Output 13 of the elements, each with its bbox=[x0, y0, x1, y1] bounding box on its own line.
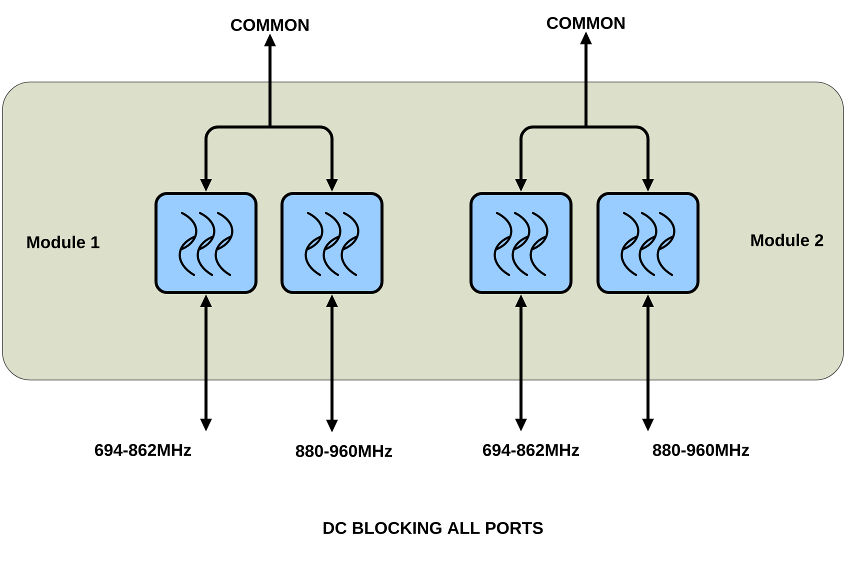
filter-box bbox=[280, 192, 384, 294]
port-label: COMMON bbox=[231, 18, 309, 32]
port-label: 880-960MHz bbox=[652, 444, 750, 456]
module-label: Module 2 bbox=[751, 234, 824, 246]
filter-box bbox=[596, 192, 700, 294]
caption: DC BLOCKING ALL PORTS bbox=[324, 522, 543, 534]
filter-box bbox=[154, 192, 258, 294]
filter-box bbox=[470, 192, 572, 294]
port-label: 694-862MHz bbox=[482, 444, 580, 456]
port-label: 880-960MHz bbox=[296, 444, 392, 457]
port-label: COMMON bbox=[547, 16, 625, 30]
module-label: Module 1 bbox=[27, 236, 100, 248]
port-label: 694-862MHz bbox=[94, 444, 192, 456]
